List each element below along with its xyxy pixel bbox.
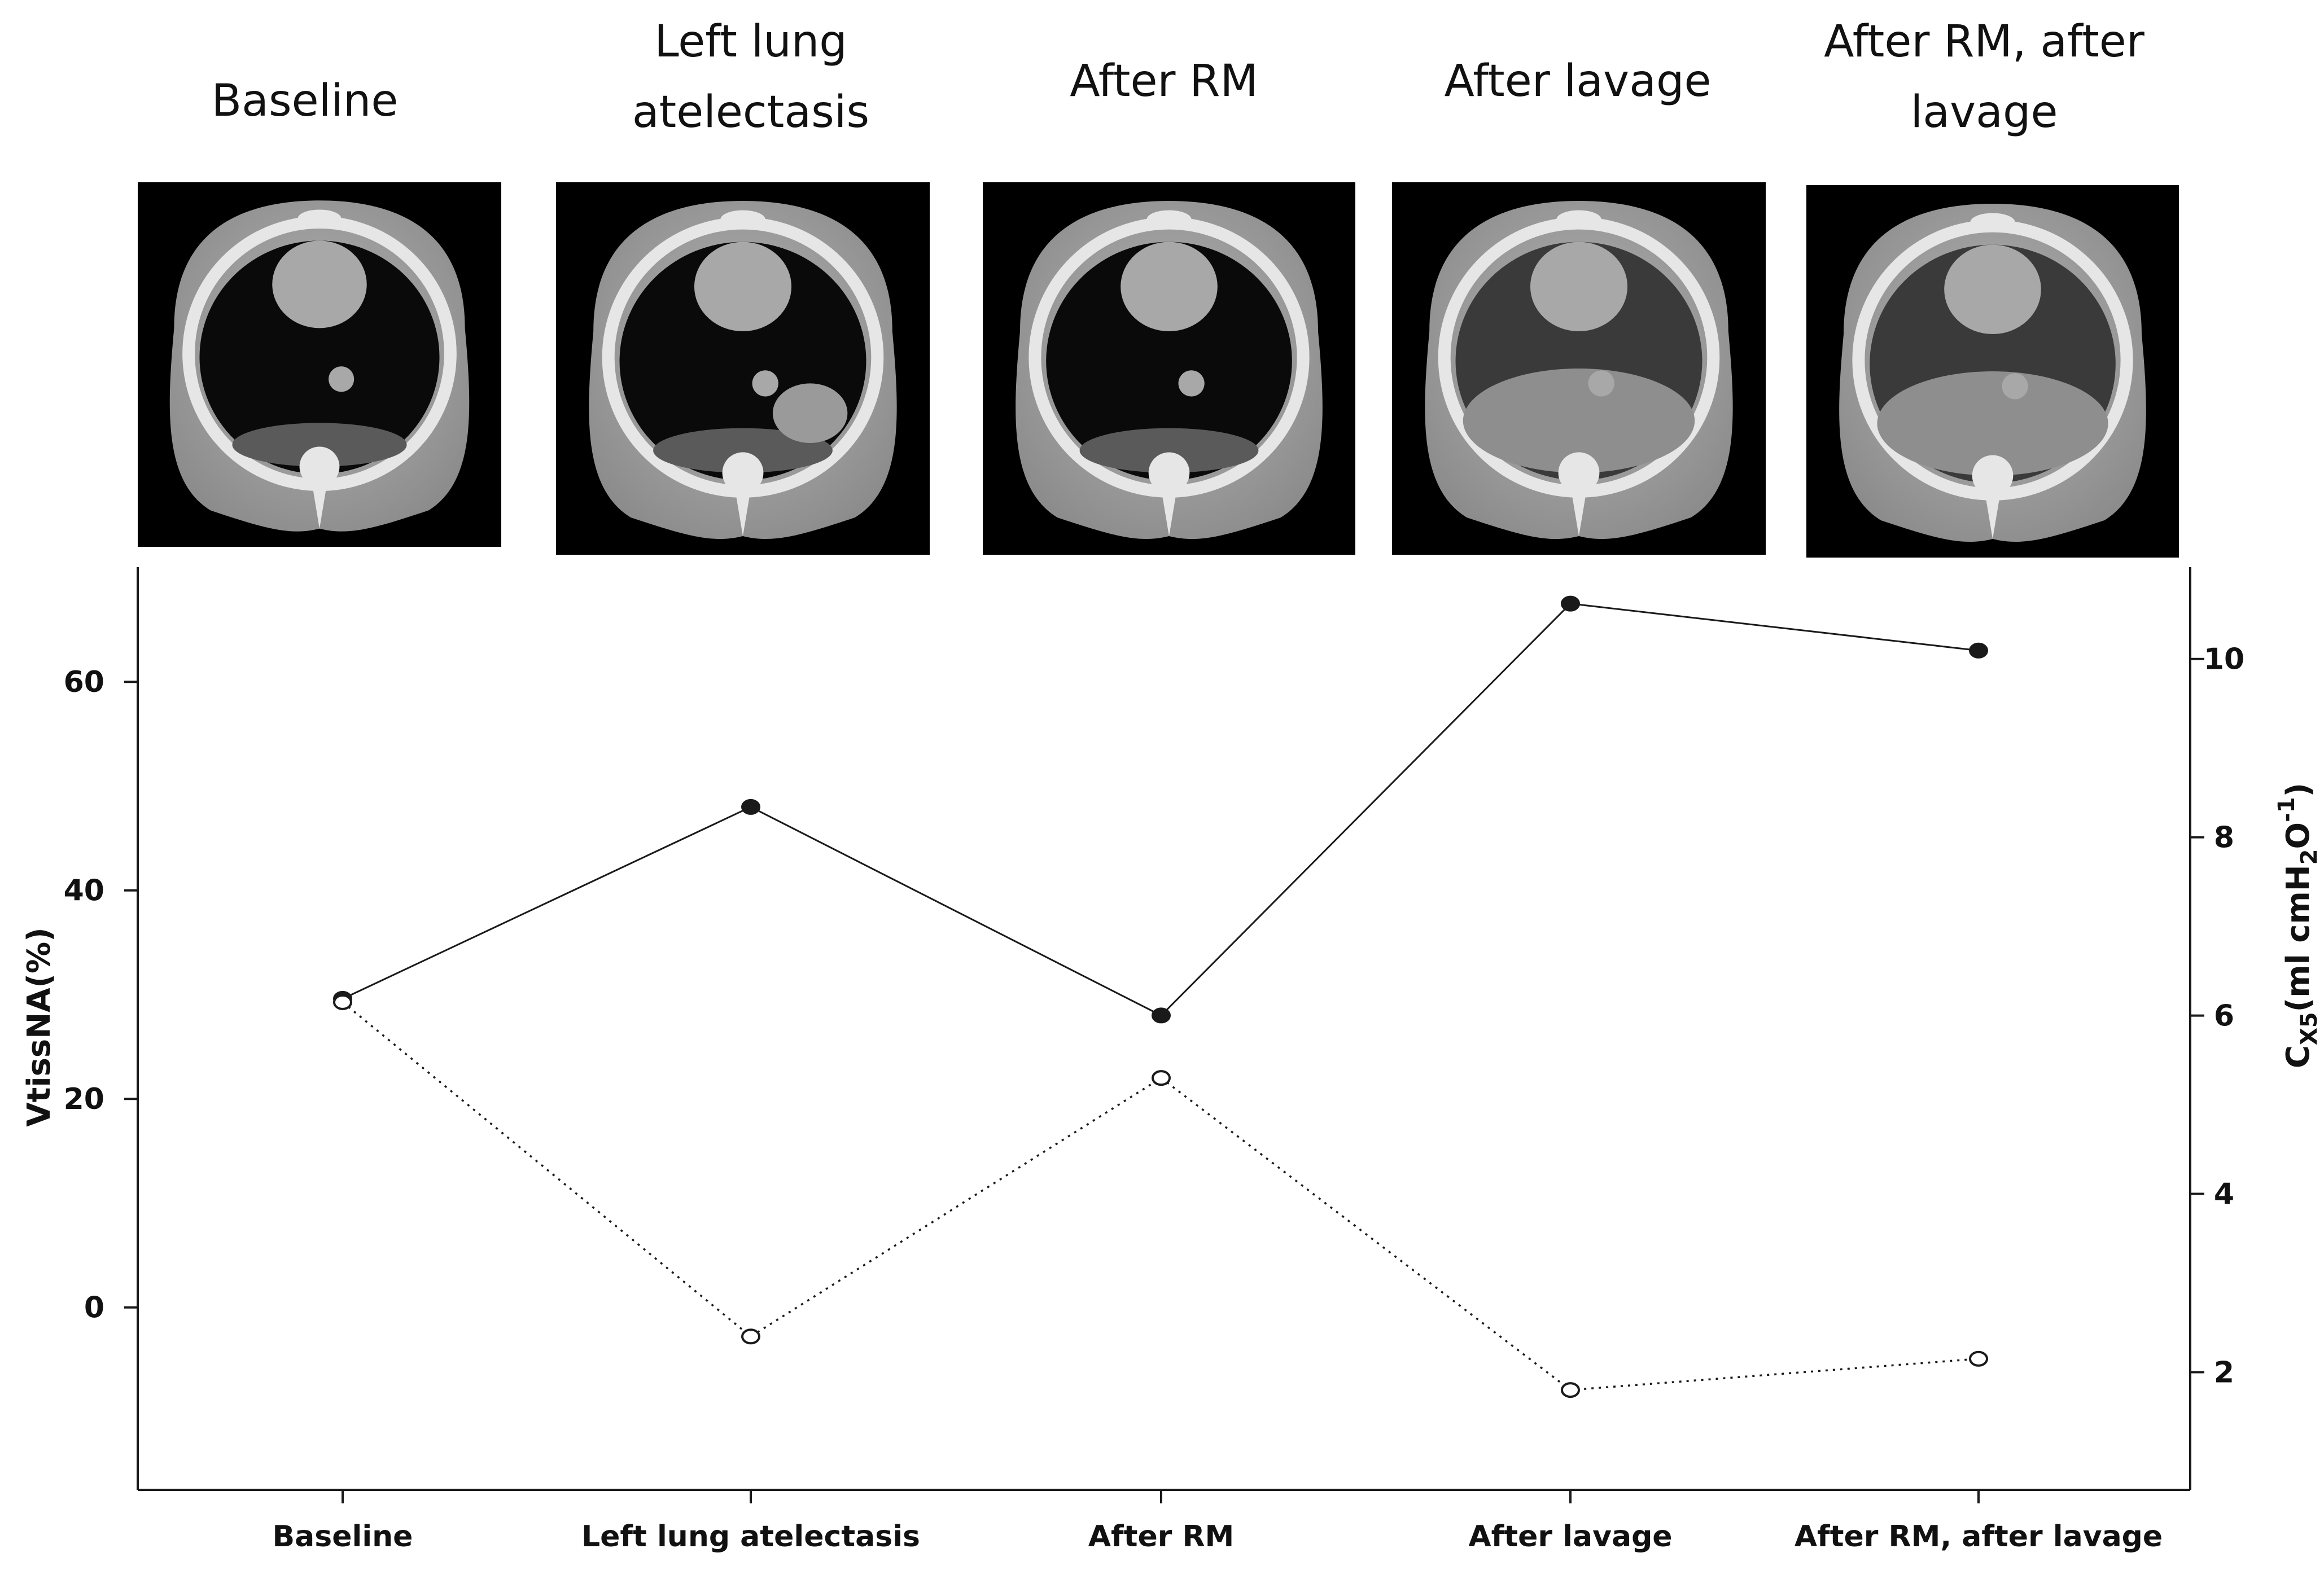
x-tick-label: Left lung atelectasis	[581, 1520, 920, 1554]
ct-image-3	[983, 182, 1355, 555]
ct-image-5	[1806, 185, 2179, 558]
right-axis-label-sub2: 2	[2296, 849, 2322, 865]
left-tick-label: 20	[64, 1082, 104, 1116]
panel-title-after-rm-lavage-line2: lavage	[1911, 87, 2058, 138]
panel-title-atelectasis-line1: Left lung	[654, 16, 847, 67]
right-axis-label-end: )	[2280, 783, 2317, 797]
panel-title-baseline: Baseline	[212, 76, 399, 126]
series-line-filled	[342, 603, 1979, 1017]
right-axis-label-sup: -1	[2274, 797, 2300, 822]
panel-title-after-rm-lavage-line1: After RM, after	[1824, 16, 2145, 67]
ct-image-4	[1392, 182, 1766, 555]
x-tick-label: After RM	[1088, 1520, 1235, 1554]
ct-images	[138, 182, 2179, 558]
data-point-open	[1152, 1070, 1171, 1086]
data-point-filled	[1969, 642, 1988, 659]
right-tick-label: 10	[2204, 643, 2244, 677]
panel-title-after-lavage: After lavage	[1444, 56, 1711, 107]
right-tick-label: 4	[2214, 1178, 2234, 1212]
series-lines	[342, 603, 1979, 1391]
series-points	[333, 595, 1988, 1398]
data-point-filled	[1561, 595, 1580, 612]
right-axis-label-rest: (ml cmH	[2280, 865, 2317, 1012]
left-tick-label: 0	[84, 1291, 104, 1325]
right-axis-label-rest2: O	[2280, 822, 2317, 849]
x-tick-label: After lavage	[1468, 1520, 1672, 1554]
right-tick-label: 8	[2214, 821, 2234, 855]
left-axis-label: VtissNA(%)	[21, 927, 58, 1126]
x-tick-label: After RM, after lavage	[1795, 1520, 2163, 1554]
left-tick-label: 60	[64, 665, 104, 699]
data-point-open	[741, 1328, 760, 1345]
ct-image-2	[556, 182, 930, 555]
right-axis-label-main: C	[2280, 1045, 2317, 1068]
data-point-open	[1561, 1382, 1580, 1398]
ct-image-1	[138, 182, 501, 547]
panel-title-atelectasis-line2: atelectasis	[632, 87, 869, 138]
series-line-open	[342, 1001, 1979, 1391]
x-tick-label: Baseline	[273, 1520, 413, 1554]
panel-title-after-rm: After RM	[1070, 56, 1258, 107]
right-tick-label: 6	[2214, 999, 2234, 1033]
right-axis-label-sub: X5	[2296, 1012, 2322, 1045]
data-point-open	[333, 994, 352, 1010]
left-tick-label: 40	[64, 874, 104, 908]
data-point-filled	[1152, 1007, 1171, 1024]
right-axis-label: CX5(ml cmH2O-1)	[2274, 783, 2322, 1068]
data-point-filled	[741, 799, 760, 815]
right-tick-label: 2	[2214, 1356, 2234, 1389]
panel-titles: Baseline Left lung atelectasis After RM …	[212, 16, 2145, 138]
data-point-open	[1969, 1350, 1988, 1367]
